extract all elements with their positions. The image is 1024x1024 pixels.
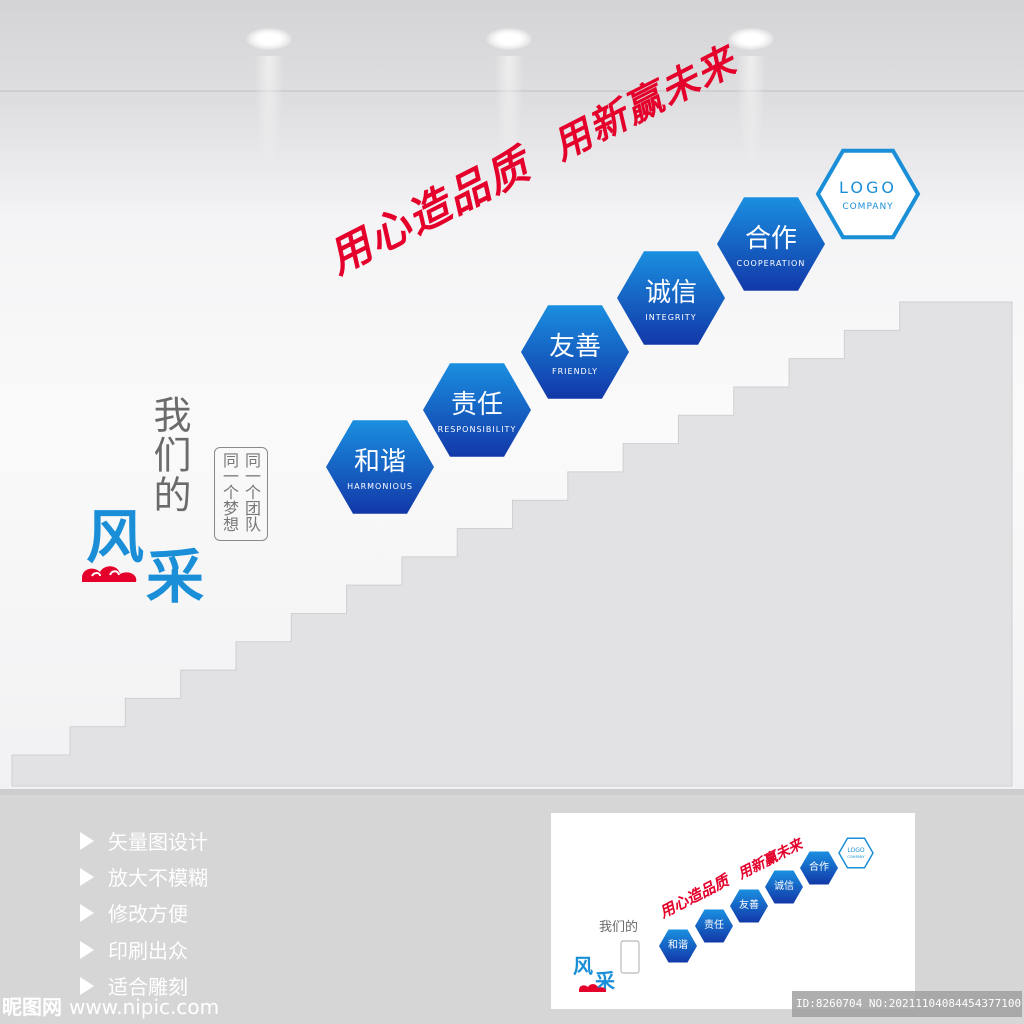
auspicious-cloud-icon [82,566,137,582]
preview-value-hexagon [765,870,803,904]
preview-title-small: 我们的 [599,919,638,935]
value-title: 诚信 [645,278,697,308]
watermark-left: 昵图网 www.nipic.com [2,995,220,1019]
title-big-char-2: 采 [146,543,205,611]
preview-value-hexagon [800,851,838,885]
feature-item: 适合雕刻 [80,971,188,1000]
value-subtitle: INTEGRITY [645,313,696,322]
value-title: 合作 [745,224,797,254]
preview-value-title: 友善 [739,898,759,911]
spotlight-right [728,28,774,176]
triangle-bullet-icon [80,831,94,850]
value-title: 责任 [451,390,503,420]
value-subtitle: HARMONIOUS [347,482,413,491]
value-subtitle: RESPONSIBILITY [438,425,517,434]
triangle-bullet-icon [80,867,94,886]
preview-value-title: 和谐 [668,939,688,951]
feature-item: 放大不模糊 [80,862,208,891]
main-scene: 和谐 HARMONIOUS 责任 RESPONSIBILITY 友善 FRIENDLY 诚信… [11,148,1013,787]
team-motto-left: 同一个梦想 [220,452,239,532]
value-hexagon [717,197,825,291]
value-title: 和谐 [354,447,406,477]
value-subtitle: COOPERATION [737,259,806,268]
svg-text:COMPANY: COMPANY [847,855,865,859]
triangle-bullet-icon [80,940,94,959]
feature-item: 矢量图设计 [80,826,208,855]
title-big-char-1: 风 [86,503,145,571]
floor-edge [0,789,1024,795]
preview-value-title: 责任 [704,918,724,931]
value-hexagon [326,420,434,514]
value-hexagon [617,251,725,345]
value-hexagon [521,305,629,399]
preview-value-title: 诚信 [774,880,794,892]
logo-text: LOGO [839,178,897,197]
logo-hexagon: LOGO COMPANY [815,148,921,240]
value-hexagons: 和谐 HARMONIOUS 责任 RESPONSIBILITY 友善 FRIENDLY 诚信… [326,197,825,514]
preview-title-big-1: 风 [573,954,593,978]
spotlight-left [246,28,292,176]
preview-cloud-icon [579,984,607,992]
preview-value-hexagon [659,929,697,963]
preview-thumbnail: 和谐责任友善诚信合作 LOGO COMPANY 用心造品质 用新赢未来 我们的 … [551,813,915,1009]
preview-value-hexagon [695,909,733,943]
watermark-right: ID:8260704 NO:20211104084454377100 [792,991,1022,1017]
preview-logo-hexagon: LOGO COMPANY [838,837,874,869]
triangle-bullet-icon [80,976,94,995]
svg-text:LOGO: LOGO [847,847,865,854]
preview-title-big-2: 采 [595,969,615,993]
value-subtitle: FRIENDLY [552,367,598,376]
preview-hexagons: 和谐 责任 友善 诚信 合作 [659,851,838,963]
triangle-bullet-icon [80,903,94,922]
spotlight-center [486,28,532,176]
title-small: 我们的 [147,395,191,515]
preview-team-box [620,940,640,974]
feature-item: 印刷出众 [80,935,188,964]
team-motto-box [214,447,268,541]
value-title: 友善 [549,332,601,362]
preview-value-hexagon [730,889,768,923]
logo-company-text: COMPANY [842,202,893,212]
value-hexagon [423,363,531,457]
team-motto-right: 同一个团队 [242,452,261,532]
preview-value-title: 合作 [809,860,829,873]
feature-item: 修改方便 [80,898,188,927]
staircase [11,301,1013,787]
